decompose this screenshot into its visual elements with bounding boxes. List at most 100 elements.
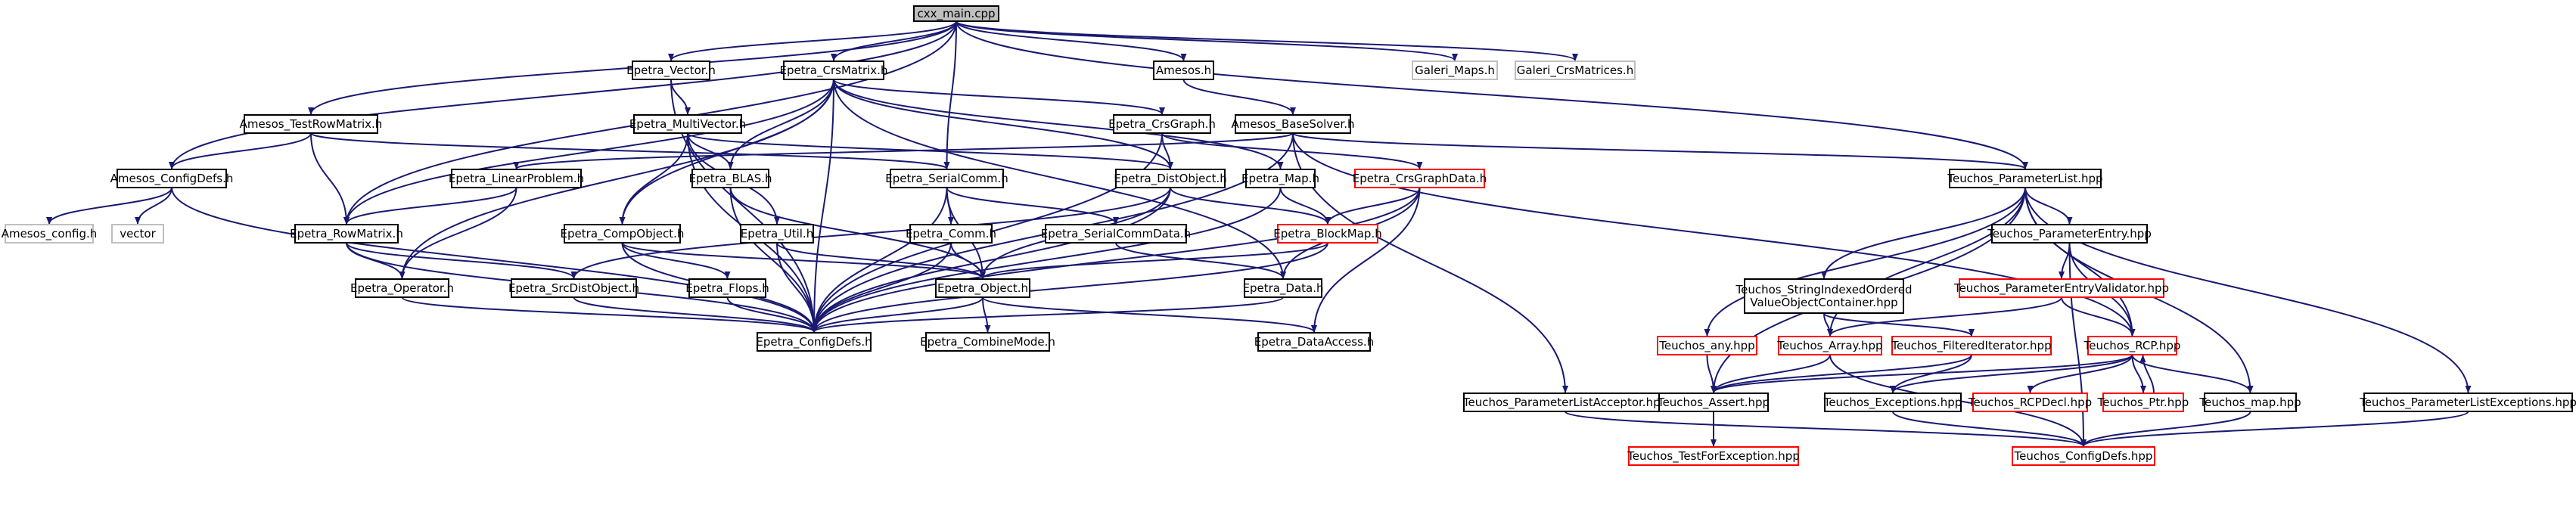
node-epetra-blas[interactable]: Epetra_BLAS.h	[688, 169, 772, 188]
node-amesos-h[interactable]: Amesos.h	[1153, 61, 1214, 80]
node-epetra-dataaccess[interactable]: Epetra_DataAccess.h	[1254, 332, 1374, 352]
node-teuchos-parameterentryvalidator[interactable]: Teuchos_ParameterEntryValidator.hpp	[1953, 278, 2169, 298]
node-teuchos-rcpdecl[interactable]: Teuchos_RCPDecl.hpp	[1968, 393, 2092, 412]
node-teuchos-parameterlistacceptor[interactable]: Teuchos_ParameterListAcceptor.hpp	[1462, 393, 1667, 412]
node-teuchos-stringindexed[interactable]: Teuchos_StringIndexedOrderedValueObjectC…	[1735, 278, 1913, 314]
node-vector[interactable]: vector	[111, 224, 164, 244]
node-epetra-multivector[interactable]: Epetra_MultiVector.h	[629, 114, 746, 134]
edge-epetra-blockmap-to-epetra-configdefs	[811, 242, 1328, 333]
node-teuchos-testforexception[interactable]: Teuchos_TestForException.hpp	[1627, 446, 1800, 466]
edge-epetra-distobject-to-epetra-srcdistobject	[570, 187, 1171, 279]
edge-teuchos-rcp-to-teuchos-exceptions	[1890, 354, 2133, 393]
edge-epetra-multivector-to-epetra-blas	[687, 132, 734, 169]
node-box	[111, 224, 164, 244]
edge-epetra-serialcommdata-to-epetra-data	[1115, 242, 1286, 279]
node-teuchos-map[interactable]: Teuchos_map.hpp	[2198, 393, 2301, 412]
edge-amesos-basesolver-to-epetra-linearproblem	[513, 132, 1294, 169]
node-label: Epetra_LinearProblem.h	[449, 172, 584, 186]
node-epetra-util[interactable]: Epetra_Util.h	[740, 224, 814, 244]
edge-epetra-util-to-epetra-object	[776, 242, 986, 279]
edge-epetra-crsmatrix-to-epetra-map	[833, 79, 1284, 169]
edge-epetra-crsgraphdata-to-epetra-dataaccess	[1311, 187, 1421, 333]
node-box	[1257, 332, 1371, 352]
node-epetra-operator[interactable]: Epetra_Operator.h	[350, 278, 454, 298]
node-box	[1045, 224, 1187, 244]
node-teuchos-filterediterator[interactable]: Teuchos_FilteredIterator.hpp	[1891, 336, 2052, 355]
edge-epetra-crsmatrix-to-epetra-rowmatrix	[343, 79, 834, 225]
node-label: Teuchos_Exceptions.hpp	[1823, 396, 1962, 410]
node-epetra-distobject[interactable]: Epetra_DistObject.h	[1114, 169, 1227, 188]
node-label: Teuchos_FilteredIterator.hpp	[1891, 339, 2051, 353]
node-box	[1658, 393, 1769, 412]
node-label: Epetra_CrsGraphData.h	[1353, 172, 1487, 186]
edge-epetra-crsmatrix-to-epetra-operator	[399, 79, 834, 279]
node-box	[1959, 278, 2164, 298]
node-epetra-configdefs[interactable]: Epetra_ConfigDefs.h	[756, 332, 872, 352]
node-teuchos-parameterentry[interactable]: Teuchos_ParameterEntry.hpp	[1987, 224, 2152, 244]
edge-epetra-blockmap-to-epetra-object	[980, 242, 1328, 279]
node-box	[890, 169, 1004, 188]
node-box	[1153, 61, 1214, 80]
node-box	[1628, 446, 1799, 466]
node-label: Teuchos_Ptr.hpp	[2097, 396, 2189, 410]
edge-teuchos-parameterentryvalidator-to-teuchos-array	[1827, 296, 2062, 337]
node-epetra-flops[interactable]: Epetra_Flops.h	[685, 278, 769, 298]
node-epetra-rowmatrix[interactable]: Epetra_RowMatrix.h	[290, 224, 403, 244]
node-teuchos-ptr[interactable]: Teuchos_Ptr.hpp	[2097, 393, 2189, 412]
node-amesos-basesolver[interactable]: Amesos_BaseSolver.h	[1232, 114, 1355, 134]
node-box	[355, 278, 449, 298]
edge-amesos-basesolver-to-teuchos-parameterlist	[1292, 132, 2028, 169]
node-epetra-crsmatrix[interactable]: Epetra_CrsMatrix.h	[780, 61, 888, 80]
node-teuchos-configdefs[interactable]: Teuchos_ConfigDefs.hpp	[2012, 446, 2155, 466]
node-epetra-data[interactable]: Epetra_Data.h	[1242, 278, 1324, 298]
node-label: Epetra_CompObject.h	[561, 227, 685, 241]
node-box	[294, 224, 399, 244]
edge-epetra-serialcomm-to-epetra-configdefs	[811, 187, 948, 333]
node-box	[757, 332, 872, 352]
edge-epetra-comm-to-epetra-configdefs	[811, 242, 952, 333]
edge-epetra-compobject-to-epetra-object	[621, 242, 986, 279]
edge-epetra-object-to-epetra-configdefs	[811, 296, 983, 333]
node-amesos-config[interactable]: Amesos_config.h	[2, 224, 98, 244]
node-label: Epetra_CrsGraph.h	[1108, 117, 1216, 132]
edge-teuchos-ptr-to-teuchos-rcp	[2139, 355, 2155, 394]
node-teuchos-array[interactable]: Teuchos_Array.hpp	[1776, 336, 1883, 355]
edge-teuchos-map-to-teuchos-configdefs	[2080, 411, 2251, 447]
node-epetra-vector[interactable]: Epetra_Vector.h	[626, 61, 716, 80]
node-epetra-object[interactable]: Epetra_Object.h	[935, 278, 1030, 298]
node-teuchos-any[interactable]: Teuchos_any.hpp	[1657, 336, 1757, 355]
node-epetra-crsgraphdata[interactable]: Epetra_CrsGraphData.h	[1353, 169, 1487, 188]
edge-teuchos-parameterentry-to-teuchos-parameterentryvalidator	[2059, 242, 2071, 279]
node-teuchos-assert[interactable]: Teuchos_Assert.hpp	[1657, 393, 1770, 412]
node-label: Epetra_BLAS.h	[688, 172, 772, 186]
edge-epetra-crsmatrix-to-epetra-data	[833, 79, 1286, 279]
node-label: Galeri_Maps.h	[1415, 64, 1495, 78]
node-epetra-compobject[interactable]: Epetra_CompObject.h	[561, 224, 685, 244]
node-epetra-srcdistobject[interactable]: Epetra_SrcDistObject.h	[508, 278, 639, 298]
node-teuchos-exceptions[interactable]: Teuchos_Exceptions.hpp	[1823, 393, 1962, 412]
node-galeri-crsmatrices[interactable]: Galeri_CrsMatrices.h	[1515, 61, 1636, 80]
node-box	[1244, 278, 1322, 298]
node-epetra-serialcommdata[interactable]: Epetra_SerialCommData.h	[1041, 224, 1191, 244]
node-epetra-serialcomm[interactable]: Epetra_SerialComm.h	[885, 169, 1008, 188]
node-epetra-combinemode[interactable]: Epetra_CombineMode.h	[920, 332, 1055, 352]
node-epetra-blockmap[interactable]: Epetra_BlockMap.h	[1273, 224, 1382, 244]
node-galeri-maps[interactable]: Galeri_Maps.h	[1412, 61, 1498, 80]
node-epetra-linearproblem[interactable]: Epetra_LinearProblem.h	[449, 169, 584, 188]
edge-epetra-distobject-to-epetra-blockmap	[1170, 187, 1331, 225]
node-epetra-map[interactable]: Epetra_Map.h	[1241, 169, 1319, 188]
node-amesos-testrowmatrix[interactable]: Amesos_TestRowMatrix.h	[240, 114, 383, 134]
edge-teuchos-any-to-teuchos-assert	[1706, 354, 1717, 393]
node-cxx-main[interactable]: cxx_main.cpp	[913, 5, 999, 22]
edge-cxx-main-to-epetra-vector	[668, 20, 957, 61]
node-teuchos-parameterlistexceptions[interactable]: Teuchos_ParameterListExceptions.hpp	[2359, 393, 2576, 412]
edge-teuchos-rcp-to-teuchos-map	[2131, 354, 2254, 393]
node-teuchos-rcp[interactable]: Teuchos_RCP.hpp	[2083, 336, 2181, 355]
edge-epetra-rowmatrix-to-epetra-srcdistobject	[346, 242, 577, 279]
node-label: Epetra_Flops.h	[685, 281, 769, 296]
node-teuchos-parameterlist[interactable]: Teuchos_ParameterList.hpp	[1947, 169, 2103, 188]
node-epetra-comm[interactable]: Epetra_Comm.h	[906, 224, 996, 244]
node-amesos-configdefs[interactable]: Amesos_ConfigDefs.h	[110, 169, 234, 188]
edge-teuchos-filterediterator-to-teuchos-assert	[1711, 354, 1972, 393]
node-epetra-crsgraph[interactable]: Epetra_CrsGraph.h	[1108, 114, 1216, 134]
